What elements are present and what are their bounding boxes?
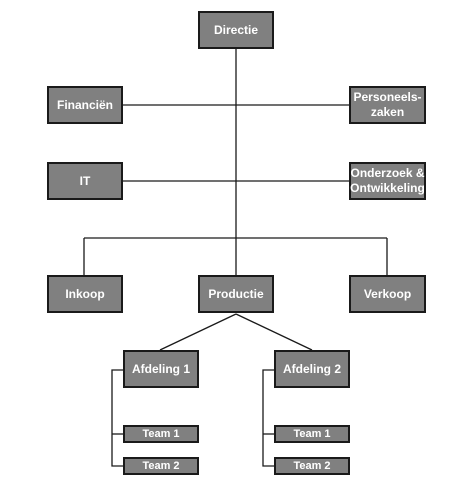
node-verkoop: Verkoop bbox=[349, 275, 426, 313]
node-onderzoek-ontwikkeling: Onderzoek & Ontwikkeling bbox=[349, 162, 426, 200]
node-directie: Directie bbox=[198, 11, 274, 49]
afdeling2-team-bracket bbox=[262, 369, 274, 467]
node-afdeling-1-team-1: Team 1 bbox=[123, 425, 199, 443]
node-afdeling-2-team-1: Team 1 bbox=[274, 425, 350, 443]
node-afdeling-1-team-2: Team 2 bbox=[123, 457, 199, 475]
node-afdeling-2: Afdeling 2 bbox=[274, 350, 350, 388]
node-it: IT bbox=[47, 162, 123, 200]
node-productie: Productie bbox=[198, 275, 274, 313]
afdeling1-team-bracket bbox=[111, 369, 123, 467]
productie-afdeling1-line bbox=[159, 313, 237, 351]
productie-afdeling2-line bbox=[235, 313, 313, 351]
node-afdeling-1: Afdeling 1 bbox=[123, 350, 199, 388]
node-financien: Financiën bbox=[47, 86, 123, 124]
node-afdeling-2-team-2: Team 2 bbox=[274, 457, 350, 475]
node-personeelszaken: Personeels- zaken bbox=[349, 86, 426, 124]
node-inkoop: Inkoop bbox=[47, 275, 123, 313]
